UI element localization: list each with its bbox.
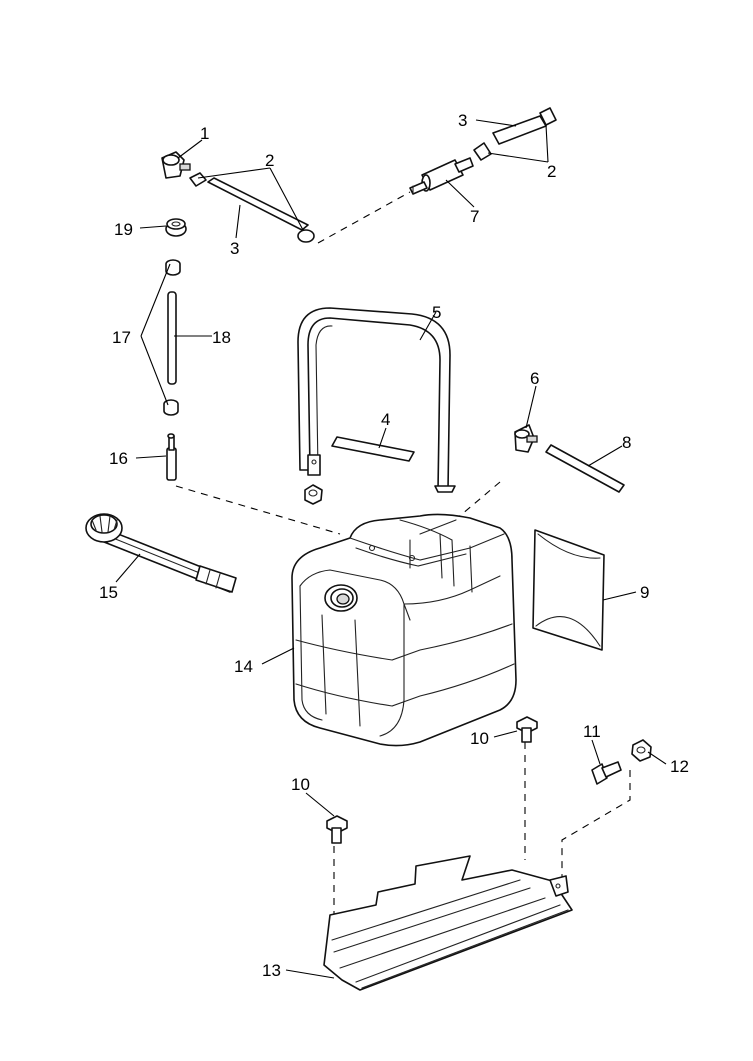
part-18-rod — [167, 291, 177, 385]
callout-numbers: 1 2 3 19 17 18 16 3 2 7 5 4 6 8 9 15 14 … — [99, 111, 689, 980]
callout-19: 19 — [114, 220, 133, 239]
part-1-vent-fitting — [161, 151, 191, 179]
callout-13: 13 — [262, 961, 281, 980]
callout-14: 14 — [234, 657, 253, 676]
part-6-vent-fitting — [514, 424, 538, 453]
part-19-grommet — [165, 218, 187, 237]
part-5-hold-down-strap — [297, 307, 456, 493]
callout-11: 11 — [583, 722, 601, 741]
callout-2-right: 2 — [547, 162, 556, 181]
part-2-caps-left — [189, 172, 315, 243]
leader-lines — [115, 119, 667, 979]
callout-2-left: 2 — [265, 151, 274, 170]
callout-7: 7 — [470, 207, 479, 226]
part-8-hose — [545, 444, 625, 493]
part-15-fuel-sender — [85, 513, 237, 593]
callout-15: 15 — [99, 583, 118, 602]
part-9-shield-pad — [532, 529, 605, 651]
part-12-nut — [631, 739, 652, 762]
part-10-bolt-lower — [326, 815, 348, 844]
assembly-dashed-lines — [175, 191, 631, 955]
part-10-bolt-upper — [516, 716, 538, 743]
part-7-fuel-filter — [409, 157, 474, 195]
part-4-pad — [331, 436, 415, 462]
callout-5: 5 — [432, 303, 441, 322]
strap-nut — [304, 484, 323, 505]
callout-17: 17 — [112, 328, 131, 347]
part-3-hose-right — [492, 115, 547, 145]
callout-1: 1 — [200, 124, 209, 143]
part-11-bolt — [591, 761, 622, 785]
part-3-hose-left — [207, 177, 309, 231]
callout-8: 8 — [622, 433, 631, 452]
callout-16: 16 — [109, 449, 128, 468]
part-13-skid-plate — [323, 855, 573, 991]
part-14-fuel-tank — [291, 513, 517, 747]
callout-3-left: 3 — [230, 239, 239, 258]
callout-10-upper: 10 — [470, 729, 489, 748]
part-17-caps — [163, 259, 181, 416]
callout-3-right: 3 — [458, 111, 467, 130]
part-2-caps-right — [473, 107, 557, 161]
part-16-standpipe — [166, 433, 177, 481]
callout-10-lower: 10 — [291, 775, 310, 794]
callout-18: 18 — [212, 328, 231, 347]
callout-9: 9 — [640, 583, 649, 602]
callout-6: 6 — [530, 369, 539, 388]
callout-4: 4 — [381, 410, 390, 429]
callout-12: 12 — [670, 757, 689, 776]
